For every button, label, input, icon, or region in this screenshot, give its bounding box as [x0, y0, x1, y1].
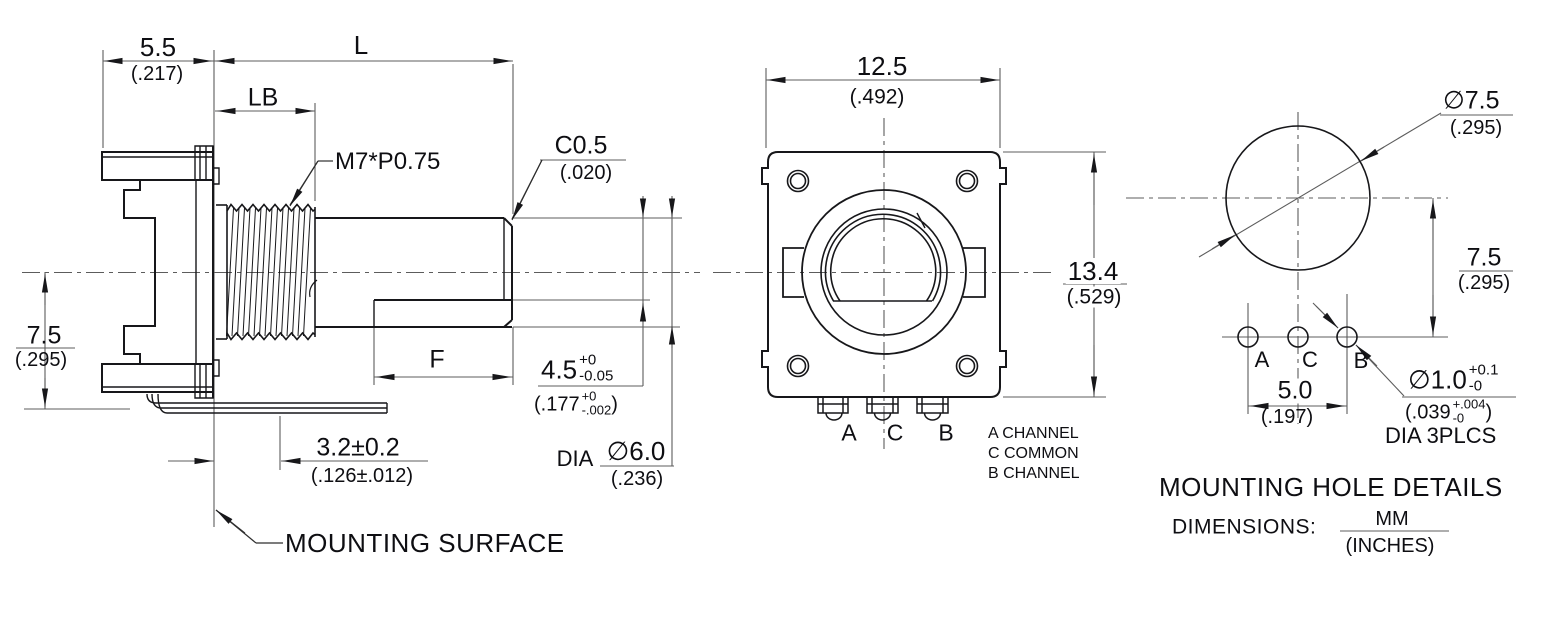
dia-7-5-in: (.295) — [1449, 117, 1503, 139]
terminal-a-label: A — [841, 419, 857, 446]
dim-5-0-mm: 5.0 — [1275, 376, 1315, 405]
legend-a: A CHANNEL — [988, 425, 1079, 442]
dim-3-2-in: (.126±.012) — [310, 465, 414, 487]
left-side-view — [101, 145, 513, 414]
dim-6-0-in: (.236) — [610, 468, 664, 490]
dim-F: F — [429, 345, 445, 374]
hole-a-label: A — [1254, 347, 1270, 372]
arrowheads — [41, 57, 1437, 534]
terminal-c-label: C — [886, 419, 904, 446]
front-view — [761, 151, 1007, 421]
terminal-b-label: B — [938, 419, 954, 446]
dim-5-0-in: (.197) — [1260, 406, 1314, 428]
hole-c-label: C — [1302, 347, 1318, 372]
mounting-surface-label: MOUNTING SURFACE — [285, 528, 565, 558]
dim-13-4-in: (.529) — [1064, 285, 1124, 309]
centerlines — [22, 112, 1448, 449]
dim-4-5-in: (.177+0-.002) — [534, 388, 618, 417]
mounting-hole-details-title: MOUNTING HOLE DETAILS — [1159, 472, 1503, 502]
dim-7-5-right-in: (.295) — [1457, 272, 1511, 294]
legend-c: C COMMON — [988, 445, 1079, 462]
legend-b: B CHANNEL — [988, 465, 1080, 482]
chamfer-mm: C0.5 — [554, 131, 608, 160]
dim-13-4-mm: 13.4 — [1065, 256, 1121, 286]
dim-12-5-mm: 12.5 — [854, 51, 910, 81]
dim-LB: LB — [247, 83, 279, 112]
dim-6-0-mm: ∅6.0 — [606, 436, 666, 466]
dia-1-0-mm: ∅1.0+0.1-0 — [1408, 361, 1499, 394]
dim-4-5-mm: 4.5+0-0.05 — [541, 351, 614, 384]
dim-12-5-in: (.492) — [849, 85, 905, 109]
dim-3-2-mm: 3.2±0.2 — [316, 433, 400, 462]
dim-5-5-in: (.217) — [130, 63, 184, 85]
dia-word: DIA — [556, 446, 594, 471]
dim-7-5-right-mm: 7.5 — [1466, 243, 1502, 272]
dimensions-label: DIMENSIONS: — [1172, 515, 1317, 539]
units-inches: (INCHES) — [1345, 535, 1435, 557]
dim-L: L — [353, 30, 369, 60]
dia-1-0-in: (.039+.004-0) — [1405, 396, 1493, 425]
mounting-hole-view — [1225, 125, 1371, 348]
dim-7-5-left-in: (.295) — [14, 349, 68, 371]
chamfer-in: (.020) — [559, 162, 613, 184]
dim-7-5-left-mm: 7.5 — [26, 321, 62, 350]
thread-spec: M7*P0.75 — [335, 148, 441, 175]
dia-7-5-mm: ∅7.5 — [1443, 86, 1500, 115]
dia-3plcs-note: DIA 3PLCS — [1385, 423, 1497, 448]
units-mm: MM — [1375, 508, 1409, 530]
dimension-lines — [16, 50, 1516, 532]
hole-b-label: B — [1353, 348, 1369, 373]
dim-5-5-mm: 5.5 — [139, 32, 177, 62]
